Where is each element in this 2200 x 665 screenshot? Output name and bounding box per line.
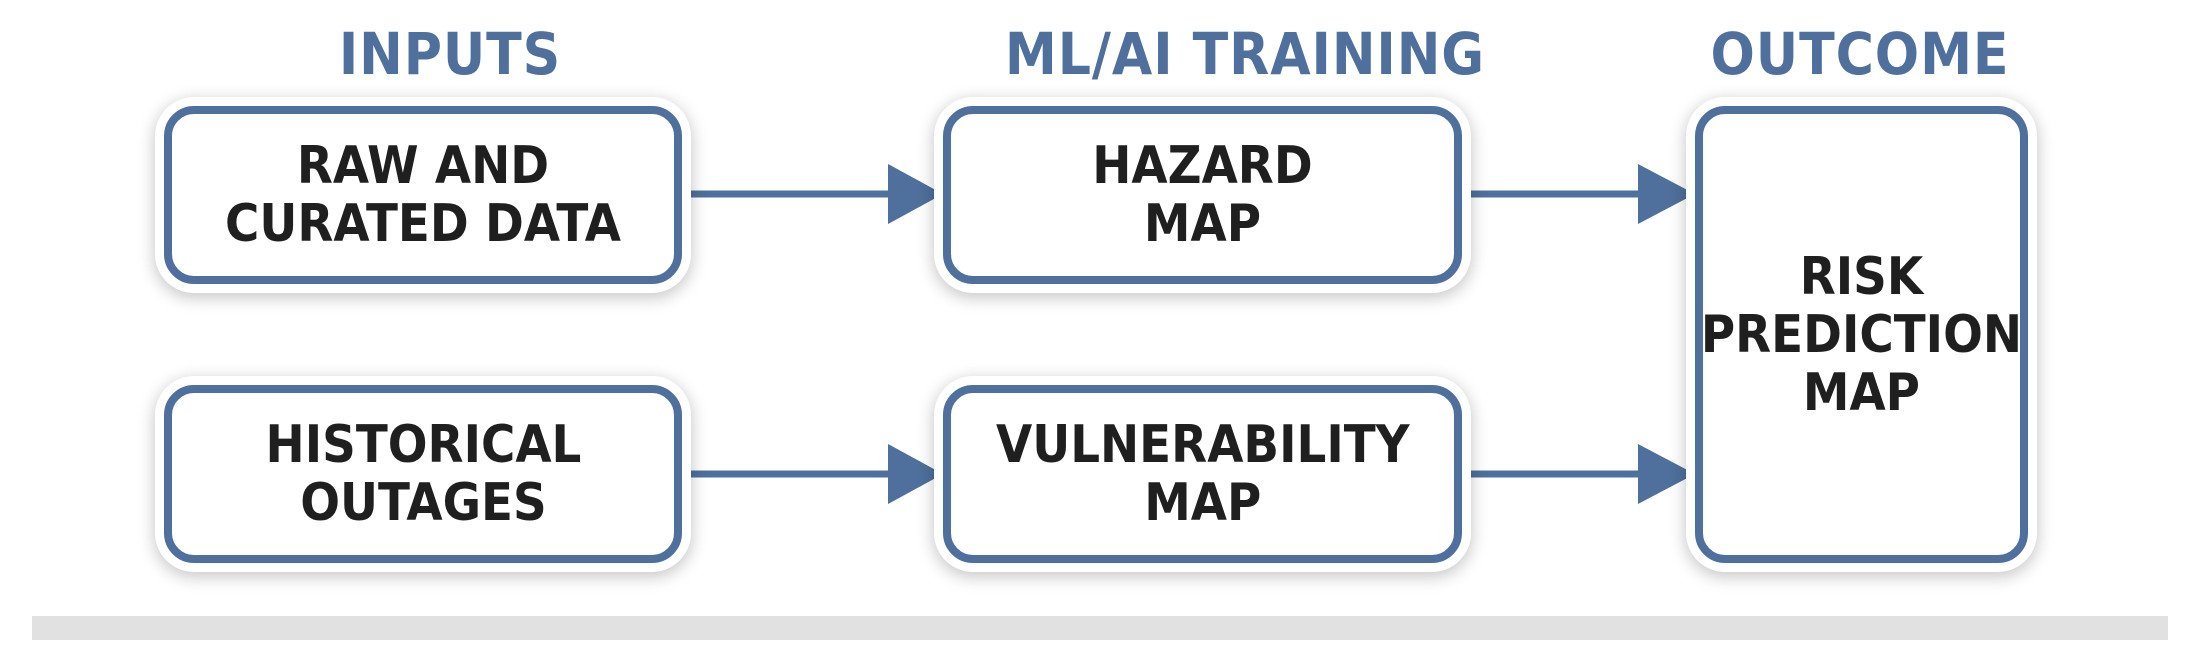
box-label: VULNERABILITY MAP — [995, 415, 1410, 533]
box-hazard-map: HAZARD MAP — [943, 106, 1462, 284]
box-vulnerability-map: VULNERABILITY MAP — [943, 385, 1462, 563]
footer-divider — [32, 616, 2168, 640]
box-historical-outages: HISTORICAL OUTAGES — [164, 385, 682, 563]
arrow-historical-to-vulnerability — [682, 444, 943, 504]
arrow-raw-to-hazard — [682, 164, 943, 224]
column-title-inputs: INPUTS — [338, 20, 562, 88]
column-title-training: ML/AI TRAINING — [1004, 20, 1486, 88]
arrow-vulnerability-to-risk — [1462, 444, 1695, 504]
box-label: RISK PREDICTION MAP — [1700, 246, 2023, 423]
box-label: HISTORICAL OUTAGES — [265, 415, 581, 533]
arrow-hazard-to-risk — [1462, 164, 1695, 224]
box-raw-and-curated-data: RAW AND CURATED DATA — [164, 106, 682, 284]
box-label: RAW AND CURATED DATA — [225, 136, 621, 254]
box-risk-prediction-map: RISK PREDICTION MAP — [1695, 106, 2028, 563]
column-title-outcome: OUTCOME — [1710, 20, 2010, 88]
box-label: HAZARD MAP — [1092, 136, 1313, 254]
